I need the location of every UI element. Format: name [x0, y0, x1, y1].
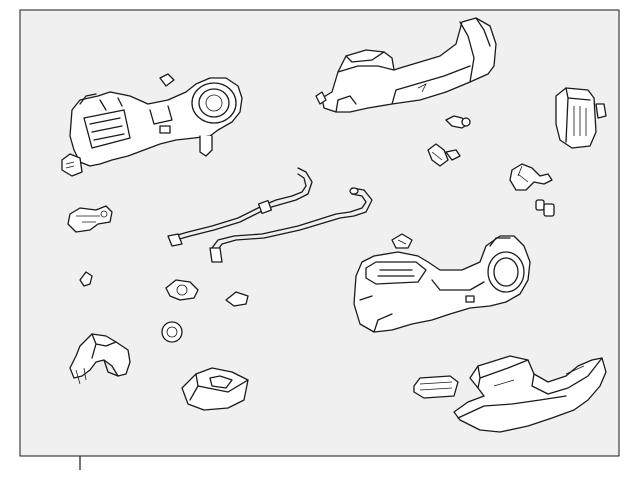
small-clip — [79, 271, 93, 287]
side-clip — [391, 233, 413, 249]
heater-hose-inlet — [167, 167, 313, 247]
heater-core-housing — [61, 73, 243, 177]
mounting-bracket — [67, 205, 113, 233]
retainer-clip — [225, 291, 249, 307]
heater-hose-outlet — [209, 187, 373, 263]
mounting-bracket-lower — [69, 333, 131, 385]
rubber-grommet — [535, 199, 555, 217]
hose-clamp — [427, 143, 461, 167]
blower-motor — [555, 87, 607, 149]
connector-clip — [509, 163, 553, 191]
pipe-clip — [445, 115, 471, 129]
rear-floor-duct — [453, 355, 607, 433]
defroster-duct — [315, 17, 497, 113]
floor-duct-tray — [161, 321, 249, 411]
duct-seal — [413, 375, 459, 399]
distribution-case — [353, 235, 531, 333]
seal-grommet — [165, 279, 199, 301]
